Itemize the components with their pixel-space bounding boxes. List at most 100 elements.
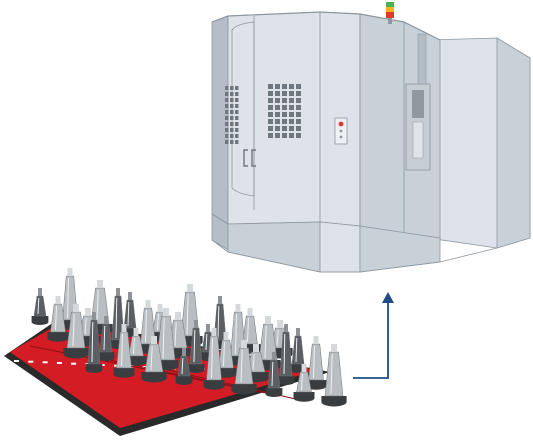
vent-slot: [282, 84, 287, 89]
vent-slot: [282, 98, 287, 103]
tool-holder: [97, 316, 115, 361]
vent-slot: [235, 110, 239, 114]
vent-slot: [275, 91, 280, 96]
tool-holder: [153, 308, 179, 371]
base-front: [227, 221, 321, 273]
tray-marking: [42, 361, 48, 364]
vent-slot: [225, 86, 229, 90]
tool-holder: [175, 348, 193, 385]
vent-slot: [268, 126, 273, 131]
tool-holder: [289, 328, 307, 373]
vent-slot: [230, 86, 234, 90]
tool-holder: [321, 344, 347, 407]
vent-grid-left: [225, 86, 239, 144]
vent-slot: [230, 110, 234, 114]
vent-slot: [296, 98, 301, 103]
base-front-center: [319, 221, 361, 273]
tool-holder: [31, 288, 49, 325]
vent-slot: [296, 105, 301, 110]
vent-slot: [296, 133, 301, 138]
vent-slot: [282, 126, 287, 131]
tool-holder: [305, 336, 327, 390]
vent-slot: [289, 91, 294, 96]
vent-slot: [268, 98, 273, 103]
vent-slot: [230, 122, 234, 126]
vent-slot: [296, 91, 301, 96]
vent-grid-center: [268, 84, 301, 138]
vent-slot: [230, 140, 234, 144]
vent-slot: [282, 105, 287, 110]
vent-slot: [296, 112, 301, 117]
tool-holder: [203, 328, 225, 390]
vent-slot: [289, 126, 294, 131]
vent-slot: [225, 92, 229, 96]
vent-slot: [275, 98, 280, 103]
vent-slot: [225, 122, 229, 126]
vent-slot: [282, 112, 287, 117]
vent-slot: [235, 140, 239, 144]
vent-slot: [296, 126, 301, 131]
tool-holder: [113, 324, 135, 378]
door-handle-icon[interactable]: [243, 149, 256, 167]
vent-slot: [225, 128, 229, 132]
tool-holders: [31, 268, 347, 407]
vent-slot: [225, 110, 229, 114]
vent-slot: [225, 98, 229, 102]
tool-holder: [109, 288, 127, 349]
vent-slot: [235, 86, 239, 90]
vent-slot: [289, 112, 294, 117]
tray-marking: [14, 360, 19, 362]
vent-slot: [225, 140, 229, 144]
vent-slot: [275, 84, 280, 89]
vent-slot: [268, 112, 273, 117]
vent-slot: [268, 91, 273, 96]
tool-holder: [187, 320, 205, 373]
vent-slot: [275, 119, 280, 124]
vent-slot: [289, 98, 294, 103]
vent-slot: [230, 92, 234, 96]
vent-slot: [289, 133, 294, 138]
vent-slot: [296, 119, 301, 124]
vent-slot: [235, 98, 239, 102]
top-trim: [211, 11, 441, 41]
vent-slot: [225, 134, 229, 138]
door-window-outline: [231, 21, 255, 197]
vent-slot: [225, 104, 229, 108]
vent-slot: [225, 116, 229, 120]
vent-slot: [230, 104, 234, 108]
vent-slot: [235, 116, 239, 120]
vent-slot: [289, 105, 294, 110]
vent-slot: [275, 126, 280, 131]
vent-slot: [289, 84, 294, 89]
vent-slot: [275, 105, 280, 110]
tool-holder-tray: [4, 268, 347, 436]
tray-marking: [142, 366, 148, 368]
tool-holder: [141, 336, 167, 383]
signal-tower-icon: [386, 2, 394, 24]
vent-slot: [230, 128, 234, 132]
vent-slot: [275, 133, 280, 138]
vent-slot: [282, 91, 287, 96]
tray-marking: [28, 360, 34, 363]
tool-holder: [243, 344, 269, 383]
vent-slot: [289, 119, 294, 124]
tool-holder: [293, 364, 315, 402]
vent-slot: [230, 98, 234, 102]
tool-holder: [265, 352, 283, 397]
vent-slot: [268, 84, 273, 89]
control-panel-icon[interactable]: [334, 117, 348, 145]
operator-pendant[interactable]: [405, 33, 431, 171]
vent-slot: [268, 119, 273, 124]
vent-slot: [282, 133, 287, 138]
vent-slot: [235, 92, 239, 96]
vent-slot: [235, 104, 239, 108]
machining-center: [211, 2, 531, 273]
side-cabinet-front: [496, 37, 531, 249]
vent-slot: [268, 133, 273, 138]
vent-slot: [230, 134, 234, 138]
tool-holder: [231, 340, 257, 395]
tray-marking: [71, 362, 77, 365]
vent-slot: [235, 122, 239, 126]
